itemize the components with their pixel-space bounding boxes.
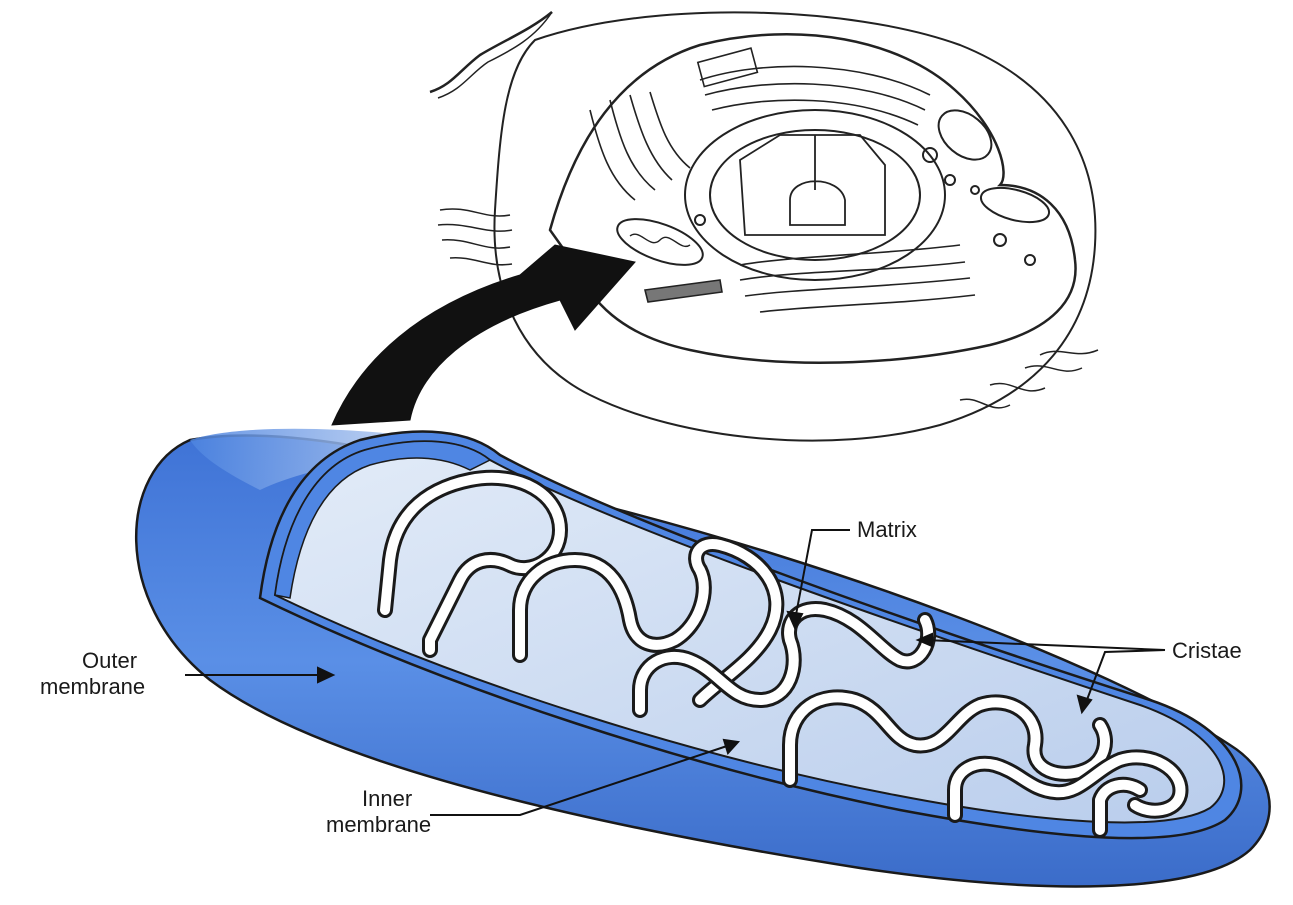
label-inner-membrane-line1: Inner: [362, 786, 412, 811]
cell-flagellum: [430, 12, 552, 92]
label-outer-membrane-line1: Outer: [82, 648, 137, 673]
cell-illustration: [430, 12, 1098, 441]
label-outer-membrane-line2: membrane: [40, 674, 145, 699]
zoom-arrow: [332, 245, 635, 425]
cell-outline: [494, 12, 1095, 440]
label-cristae: Cristae: [1172, 638, 1242, 663]
mitochondrion: [136, 429, 1269, 887]
label-matrix: Matrix: [857, 517, 917, 542]
label-inner-membrane-line2: membrane: [326, 812, 431, 837]
